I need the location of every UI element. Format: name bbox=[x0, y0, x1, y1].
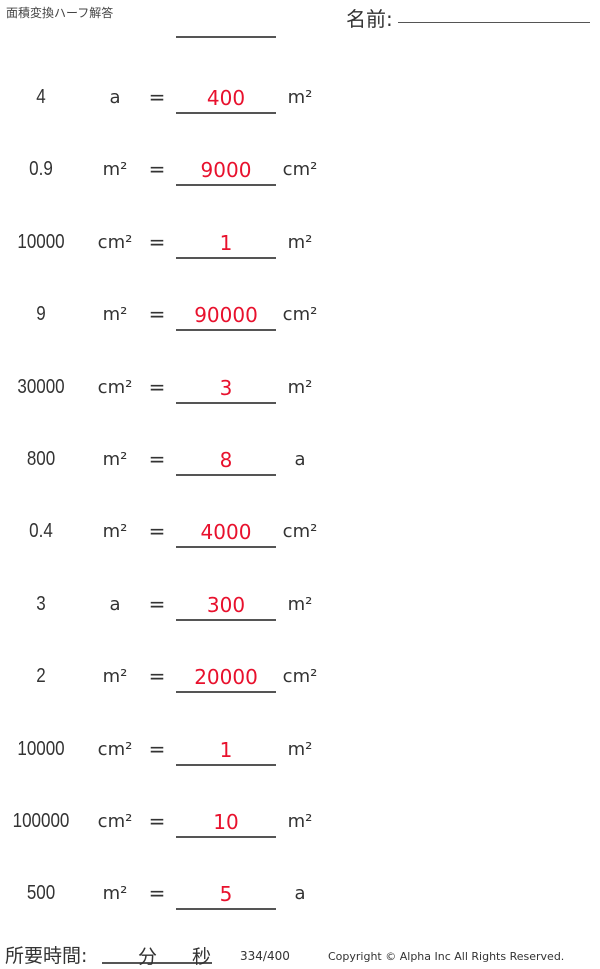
equals-sign: = bbox=[148, 447, 166, 471]
problem-row: 0.4 m² = 4000 cm² bbox=[0, 518, 330, 549]
answer: 1 bbox=[176, 231, 276, 259]
time-field-line bbox=[102, 962, 212, 964]
answer: 20000 bbox=[176, 665, 276, 694]
minutes-label: 分 bbox=[138, 946, 158, 968]
to-unit: m² bbox=[287, 87, 313, 108]
answer: 90000 bbox=[176, 303, 276, 332]
given-value: 800 bbox=[26, 448, 56, 470]
from-unit: a bbox=[109, 87, 121, 108]
to-unit: m² bbox=[287, 231, 313, 253]
problem-row: 3 a = 300 m² bbox=[0, 591, 330, 621]
equals-sign: = bbox=[148, 591, 166, 616]
to-unit: m² bbox=[287, 593, 313, 615]
equals-sign: = bbox=[148, 157, 166, 182]
problem-row: 10000 cm² = 1 m² bbox=[0, 736, 330, 766]
given-value: 2 bbox=[36, 665, 46, 688]
to-unit: cm² bbox=[282, 304, 318, 326]
from-unit: m² bbox=[102, 304, 128, 326]
given-value: 30000 bbox=[17, 375, 65, 398]
copyright: Copyright © Alpha Inc All Rights Reserve… bbox=[328, 950, 565, 963]
given-value: 100000 bbox=[12, 810, 70, 832]
given-value: 0.4 bbox=[29, 520, 53, 543]
answer: 5 bbox=[176, 882, 276, 911]
problem-row: 0.9 m² = 9000 cm² bbox=[0, 156, 330, 187]
equals-sign: = bbox=[148, 809, 166, 833]
time-label: 所要時間: bbox=[5, 945, 88, 967]
answer: 1 bbox=[176, 738, 276, 766]
to-unit: cm² bbox=[282, 521, 318, 543]
problem-row: 30000 cm² = 3 m² bbox=[0, 374, 330, 404]
given-value: 10000 bbox=[17, 230, 65, 253]
equals-sign: = bbox=[148, 664, 166, 689]
given-value: 4 bbox=[36, 86, 46, 108]
from-unit: cm² bbox=[97, 376, 133, 398]
from-unit: m² bbox=[102, 521, 128, 543]
to-unit: m² bbox=[287, 376, 313, 398]
from-unit: a bbox=[109, 593, 121, 615]
seconds-label: 秒 bbox=[192, 946, 212, 968]
problem-row: 10000 cm² = 1 m² bbox=[0, 229, 330, 259]
to-unit: cm² bbox=[282, 159, 318, 181]
given-value: 0.9 bbox=[29, 158, 53, 181]
from-unit: m² bbox=[102, 666, 128, 688]
answer: 8 bbox=[176, 448, 276, 476]
answer: 9000 bbox=[176, 158, 276, 187]
equals-sign: = bbox=[148, 302, 166, 327]
given-value: 10000 bbox=[17, 737, 65, 760]
equals-sign: = bbox=[148, 736, 166, 761]
given-value: 9 bbox=[36, 303, 46, 326]
equals-sign: = bbox=[148, 85, 166, 109]
from-unit: cm² bbox=[97, 231, 133, 253]
answer: 10 bbox=[176, 810, 276, 838]
given-value: 3 bbox=[36, 592, 46, 615]
problem-row: 4 a = 400 m² bbox=[0, 84, 330, 114]
name-label: 名前: bbox=[346, 7, 393, 31]
to-unit: a bbox=[294, 449, 306, 470]
from-unit: m² bbox=[102, 159, 128, 181]
given-value: 500 bbox=[26, 882, 56, 905]
page-number: 334/400 bbox=[240, 949, 290, 963]
equals-sign: = bbox=[148, 881, 166, 906]
answer: 3 bbox=[176, 376, 276, 404]
equals-sign: = bbox=[148, 229, 166, 254]
equals-sign: = bbox=[148, 374, 166, 399]
answer: 4000 bbox=[176, 520, 276, 549]
name-field-line bbox=[398, 22, 590, 23]
to-unit: a bbox=[294, 883, 306, 905]
blank-line bbox=[176, 36, 276, 38]
from-unit: m² bbox=[102, 883, 128, 905]
answer: 400 bbox=[176, 86, 276, 114]
from-unit: cm² bbox=[97, 811, 133, 832]
problem-row: 2 m² = 20000 cm² bbox=[0, 663, 330, 694]
to-unit: m² bbox=[287, 738, 313, 760]
to-unit: cm² bbox=[282, 666, 318, 688]
worksheet-title: 面積変換ハーフ解答 bbox=[6, 6, 114, 20]
from-unit: m² bbox=[102, 449, 128, 470]
from-unit: cm² bbox=[97, 738, 133, 760]
problem-row: 100000 cm² = 10 m² bbox=[0, 808, 330, 838]
problem-row: 9 m² = 90000 cm² bbox=[0, 301, 330, 332]
equals-sign: = bbox=[148, 519, 166, 544]
to-unit: m² bbox=[287, 811, 313, 832]
answer: 300 bbox=[176, 593, 276, 621]
